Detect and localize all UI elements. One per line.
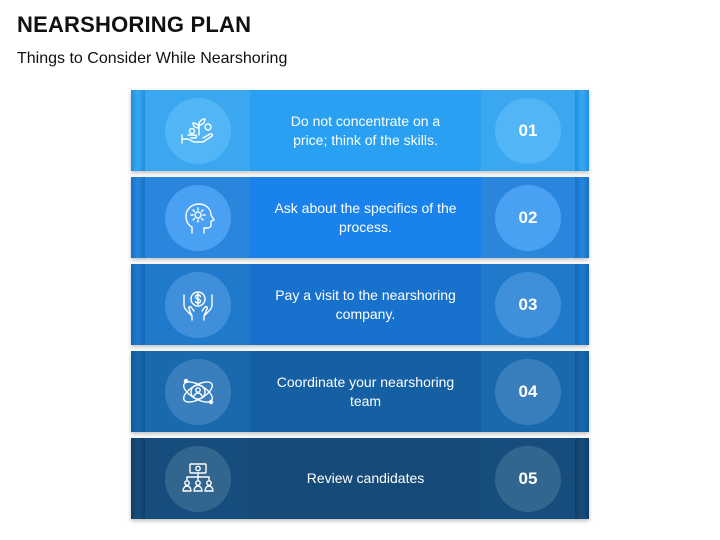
row-edge-right [575, 438, 589, 519]
number-cell: 01 [481, 90, 575, 171]
step-number: 04 [495, 358, 561, 425]
step-row: Ask about the specifics of the process. … [131, 177, 589, 258]
icon-cell [145, 438, 250, 519]
number-cell: 05 [481, 438, 575, 519]
step-number: 03 [495, 271, 561, 338]
step-number: 01 [495, 97, 561, 164]
icon-cell [145, 90, 250, 171]
team-orbit-icon [178, 372, 218, 412]
row-edge-left [131, 351, 145, 432]
step-row: Do not concentrate on a price; think of … [131, 90, 589, 171]
step-text: Ask about the specifics of the process. [274, 199, 457, 235]
icon-circle [164, 97, 231, 164]
step-text: Review candidates [306, 470, 425, 486]
head-gear-icon [178, 198, 218, 238]
hand-growth-icon [178, 111, 218, 151]
icon-cell [145, 351, 250, 432]
row-edge-right [575, 264, 589, 345]
icon-cell [145, 177, 250, 258]
step-text: Coordinate your nearshoring team [276, 373, 455, 409]
step-text: Pay a visit to the nearshoring company. [275, 286, 456, 322]
row-edge-left [131, 90, 145, 171]
row-edge-right [575, 177, 589, 258]
icon-circle [164, 271, 231, 338]
row-edge-right [575, 90, 589, 171]
step-row: Review candidates 05 [131, 438, 589, 519]
icon-circle [164, 358, 231, 425]
icon-circle [164, 184, 231, 251]
step-row: Coordinate your nearshoring team 04 [131, 351, 589, 432]
icon-cell [145, 264, 250, 345]
candidates-icon [178, 459, 218, 499]
step-number: 05 [495, 445, 561, 512]
row-edge-left [131, 264, 145, 345]
number-cell: 04 [481, 351, 575, 432]
step-text: Do not concentrate on a price; think of … [290, 112, 441, 148]
hands-dollar-icon [178, 285, 218, 325]
number-cell: 03 [481, 264, 575, 345]
row-edge-left [131, 438, 145, 519]
row-edge-left [131, 177, 145, 258]
page-title: NEARSHORING PLAN [17, 12, 252, 37]
step-number: 02 [495, 184, 561, 251]
row-edge-right [575, 351, 589, 432]
number-cell: 02 [481, 177, 575, 258]
icon-circle [164, 445, 231, 512]
page-subtitle: Things to Consider While Nearshoring [17, 50, 288, 67]
step-row: Pay a visit to the nearshoring company. … [131, 264, 589, 345]
